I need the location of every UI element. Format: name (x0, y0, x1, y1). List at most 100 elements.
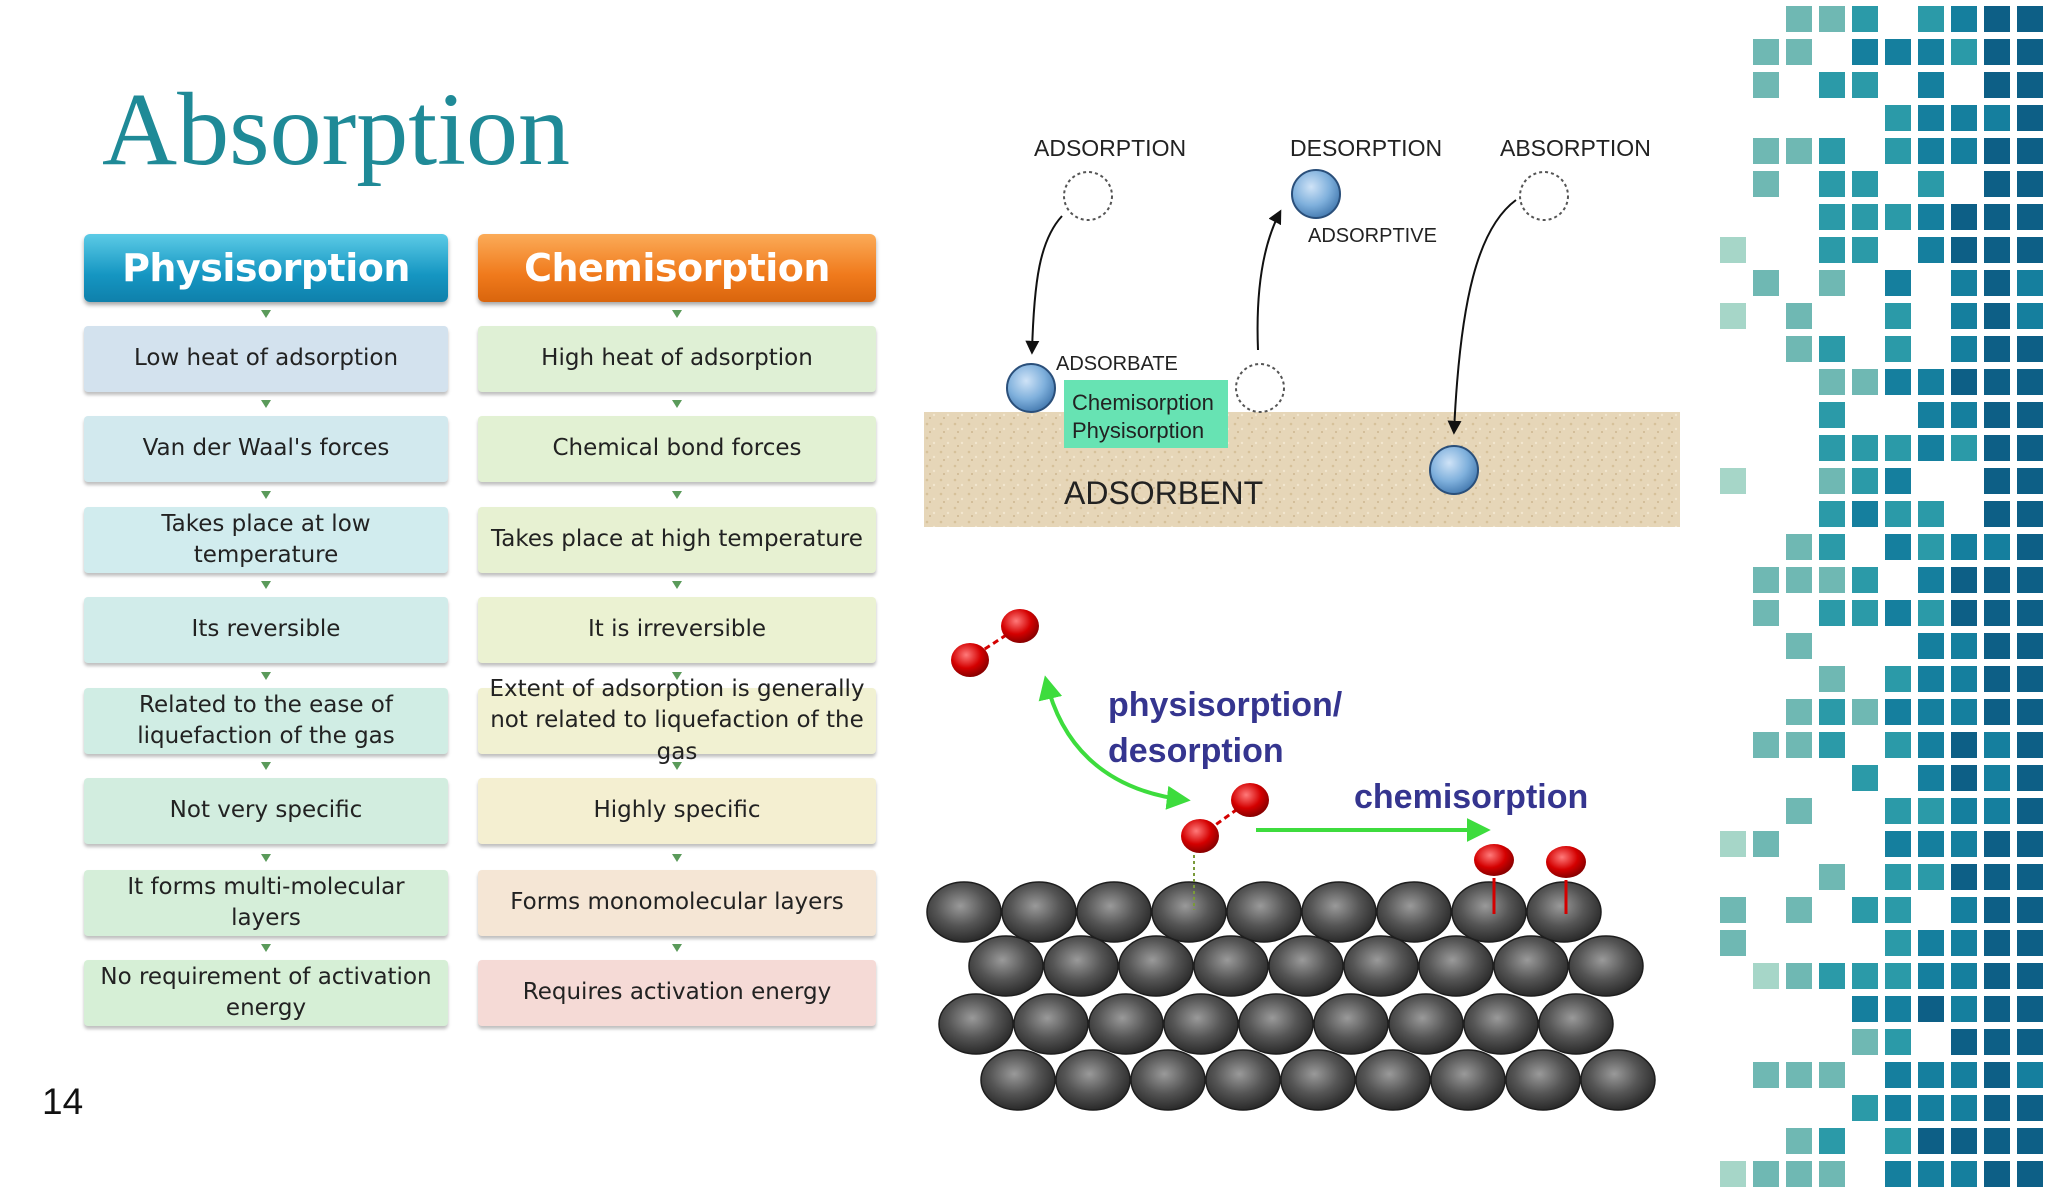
surface-atom (1118, 935, 1194, 997)
mosaic-square (1918, 963, 1944, 989)
mosaic-square (1852, 468, 1878, 494)
mosaic-square (1951, 699, 1977, 725)
surface-atom (1376, 881, 1452, 943)
surface-atom (1580, 1049, 1656, 1111)
surface-atom (980, 1049, 1056, 1111)
mosaic-square (2017, 237, 2043, 263)
desorption-arrow (1256, 209, 1282, 351)
mosaic-square (1984, 6, 2010, 32)
mosaic-square (1918, 831, 1944, 857)
mosaic-square (1885, 39, 1911, 65)
adsorption-diagram: ADSORBENT ADSORPTION DESORPTION ABSORPTI… (924, 135, 1680, 527)
surface-atom (1013, 993, 1089, 1055)
mosaic-square (1885, 303, 1911, 329)
mosaic-square (1984, 138, 2010, 164)
absorbed-molecule (1429, 445, 1479, 495)
page-number: 14 (42, 1081, 84, 1122)
mosaic-square (1951, 435, 1977, 461)
mosaic-square (1720, 468, 1746, 494)
mosaic-square (2017, 6, 2043, 32)
mosaic-square (1984, 402, 2010, 428)
adsorption-origin-molecule (1063, 171, 1113, 221)
absorption-label: ABSORPTION (1500, 135, 1651, 161)
adsorbent-surface (924, 412, 1680, 527)
mosaic-square (1951, 138, 1977, 164)
mosaic-square (1984, 336, 2010, 362)
mosaic-square (1819, 1062, 1845, 1088)
physisorption-cell: Its reversible (84, 597, 448, 663)
mosaic-square (1819, 435, 1845, 461)
mosaic-square (1819, 963, 1845, 989)
mosaic-square (1819, 600, 1845, 626)
mosaic-square (1819, 864, 1845, 890)
mosaic-square (1918, 204, 1944, 230)
mosaic-square (1918, 501, 1944, 527)
mosaic-square (1918, 1161, 1944, 1187)
surface-atom (1238, 993, 1314, 1055)
mosaic-square (1852, 39, 1878, 65)
physisorbed-molecule-atom (1181, 819, 1219, 853)
mosaic-square (1918, 534, 1944, 560)
mosaic-square (1786, 732, 1812, 758)
mosaic-square (1819, 1161, 1845, 1187)
surface-atom (1451, 881, 1527, 943)
mosaic-square (1918, 633, 1944, 659)
mosaic-square (1885, 105, 1911, 131)
mosaic-square (1720, 897, 1746, 923)
chemisorption-cell: It is irreversible (478, 597, 876, 663)
mosaic-square (1753, 1161, 1779, 1187)
row-connector-arrow (261, 400, 271, 408)
surface-atom (1568, 935, 1644, 997)
row-connector-arrow (672, 491, 682, 499)
mosaic-square (1885, 600, 1911, 626)
free-molecule-atom (951, 643, 989, 677)
mosaic-square (1984, 930, 2010, 956)
mosaic-square (1852, 1095, 1878, 1121)
mosaic-square (2017, 72, 2043, 98)
mosaic-square (1885, 435, 1911, 461)
mosaic-square (1720, 831, 1746, 857)
mosaic-square (1951, 237, 1977, 263)
physisorbed-molecule-atom (1231, 783, 1269, 817)
mosaic-square (1720, 303, 1746, 329)
mosaic-square (1918, 6, 1944, 32)
sorption-type-box (1064, 380, 1228, 448)
mosaic-square (1819, 204, 1845, 230)
mosaic-square (2017, 204, 2043, 230)
mosaic-square (1819, 567, 1845, 593)
desorption-label: DESORPTION (1290, 135, 1442, 161)
mosaic-square (2017, 897, 2043, 923)
mosaic-square (1852, 204, 1878, 230)
surface-atom (1355, 1049, 1431, 1111)
mosaic-square (1852, 237, 1878, 263)
mosaic-square (1885, 138, 1911, 164)
mosaic-square (1819, 1128, 1845, 1154)
mosaic-square (1984, 468, 2010, 494)
adsorbent-label: ADSORBENT (1064, 475, 1263, 511)
row-connector-arrow (672, 400, 682, 408)
mosaic-square (1786, 963, 1812, 989)
surface-atom (926, 881, 1002, 943)
mosaic-square (1951, 897, 1977, 923)
mosaic-square (1918, 1095, 1944, 1121)
mosaic-square (1819, 336, 1845, 362)
mosaic-square (2017, 1095, 2043, 1121)
mosaic-square (1984, 1161, 2010, 1187)
mosaic-square (1819, 270, 1845, 296)
surface-atom (1076, 881, 1152, 943)
surface-atom (1043, 935, 1119, 997)
mosaic-square (1885, 270, 1911, 296)
mosaic-square (1885, 336, 1911, 362)
mosaic-square (1918, 369, 1944, 395)
mosaic-square (1984, 666, 2010, 692)
mosaic-square (2017, 798, 2043, 824)
surface-atom (1493, 935, 1569, 997)
mosaic-square (1720, 930, 1746, 956)
mosaic-square (1918, 171, 1944, 197)
mosaic-square (1852, 765, 1878, 791)
mosaic-square (1918, 105, 1944, 131)
slide-title: Absorption (102, 72, 570, 187)
mosaic-square (1951, 1128, 1977, 1154)
mosaic-square (1918, 798, 1944, 824)
mosaic-square (1951, 1161, 1977, 1187)
